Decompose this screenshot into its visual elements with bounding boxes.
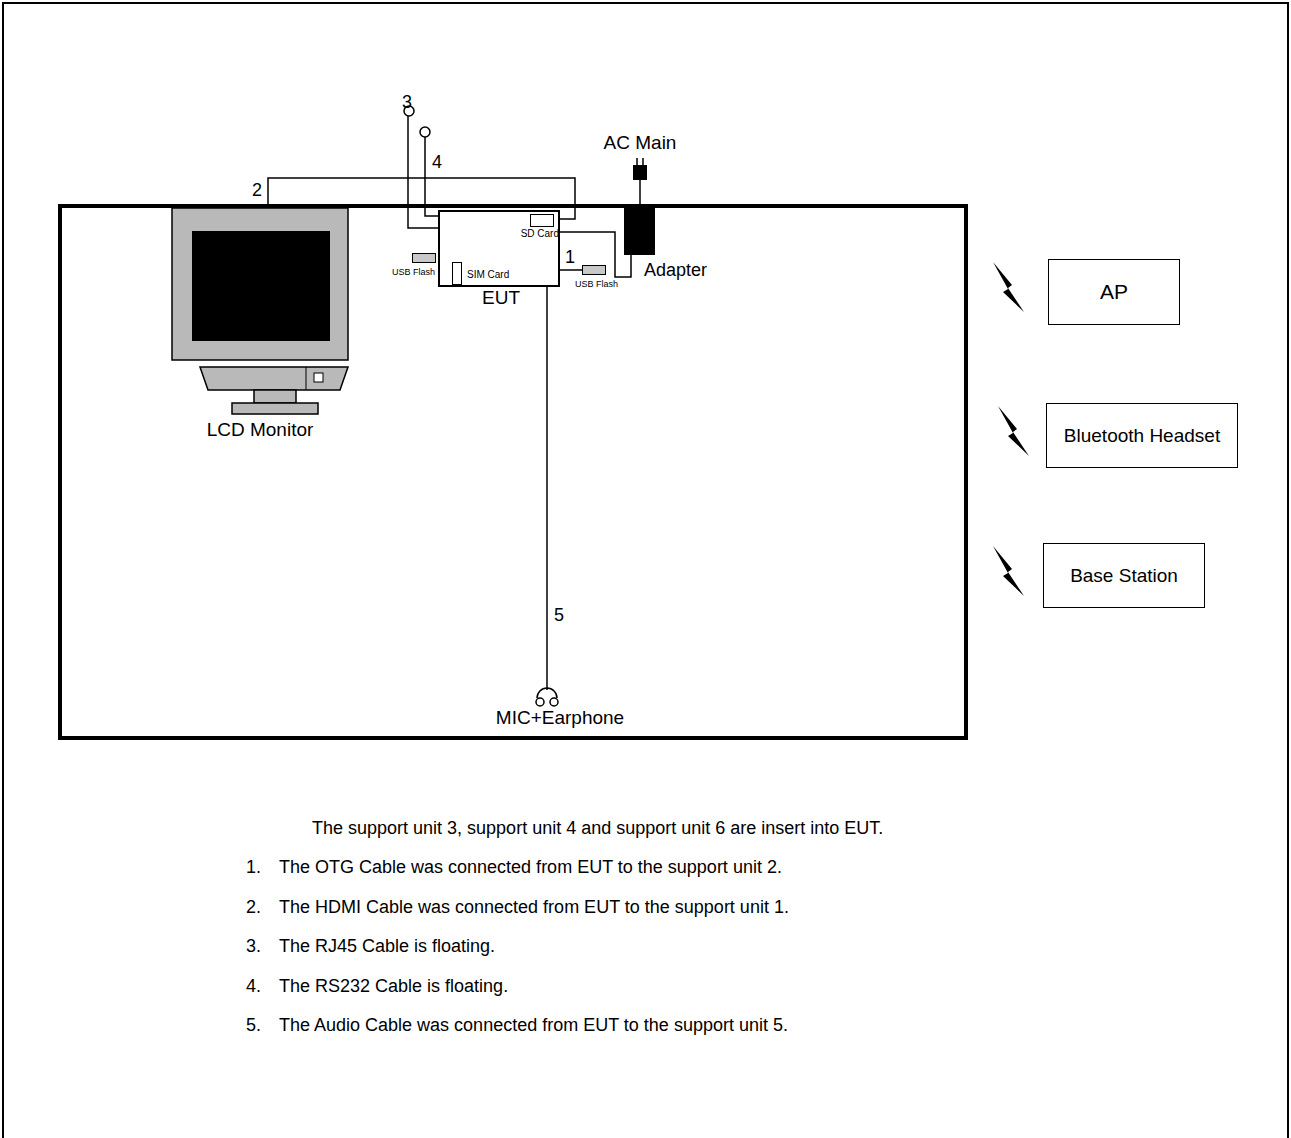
mic-label: MIC+Earphone: [470, 707, 650, 729]
cable-number: 2: [251, 180, 263, 201]
rs232-cable: [425, 137, 438, 216]
node-mic: MIC+Earphone: [470, 678, 650, 736]
usb-label: USB Flash: [575, 279, 618, 289]
monitor-screen: [192, 231, 330, 341]
ac-label: AC Main: [595, 132, 685, 154]
cable-end: [420, 127, 430, 137]
monitor-label: LCD Monitor: [170, 419, 350, 441]
monitor-bezel: [172, 208, 348, 360]
node-box: Base Station: [1043, 543, 1205, 608]
node-adapter: Adapter: [624, 205, 655, 255]
sd-label: SD Card: [521, 228, 559, 240]
note-text: The RS232 Cable is floating.: [279, 976, 508, 997]
cable-line: [546, 287, 548, 690]
note-text: 4.: [246, 976, 261, 997]
power-button: [314, 373, 323, 382]
earpiece: [550, 698, 558, 706]
box-label: Base Station: [1070, 565, 1178, 587]
note-text: 1.: [246, 857, 261, 878]
plug-pin: [642, 158, 644, 165]
cable-line: [560, 269, 582, 271]
node-ac: AC Main: [595, 132, 685, 180]
monitor-drawing: [170, 207, 350, 417]
sim-label: SIM Card: [467, 269, 509, 281]
monitor-stand: [254, 390, 296, 403]
callout-number: 3: [402, 92, 412, 113]
node-monitor: LCD Monitor: [170, 207, 350, 445]
callout-number: 4: [432, 152, 442, 173]
node-eut: EUTSD CardSIM Card: [438, 210, 560, 287]
cable-line: [639, 180, 641, 205]
node-usbL: USB Flash: [412, 253, 436, 263]
adapter-label: Adapter: [644, 260, 707, 281]
cable-line: [560, 232, 631, 277]
note-text: The OTG Cable was connected from EUT to …: [279, 857, 782, 878]
node-usbR: USB Flash: [582, 265, 606, 275]
monitor-base: [306, 367, 307, 390]
headset-band: [537, 688, 557, 698]
cable-number: 5: [553, 605, 565, 626]
node-sim: SIM Card: [452, 262, 462, 285]
note-text: The Audio Cable was connected from EUT t…: [279, 1015, 788, 1036]
wireless-symbol: [993, 546, 1024, 596]
page-frame: [3, 3, 1288, 1138]
note-text: 5.: [246, 1015, 261, 1036]
wireless-symbol: [998, 406, 1029, 456]
note-text: 3.: [246, 936, 261, 957]
monitor-foot: [232, 403, 318, 414]
cable-number: 1: [564, 247, 576, 268]
note-text: 2.: [246, 897, 261, 918]
node-box: AP: [1048, 259, 1180, 325]
note-text: The RJ45 Cable is floating.: [279, 936, 495, 957]
plug-pin: [636, 158, 638, 165]
box-label: AP: [1100, 280, 1128, 304]
box-label: Bluetooth Headset: [1064, 425, 1220, 447]
eut-label: EUT: [440, 287, 562, 309]
node-sd: SD Card: [530, 214, 554, 227]
usb-label: USB Flash: [392, 267, 435, 277]
headset-drawing: [470, 678, 650, 708]
note-text: The support unit 3, support unit 4 and s…: [312, 818, 883, 839]
monitor-base: [200, 367, 348, 390]
plug-body: [633, 165, 647, 180]
node-box: Bluetooth Headset: [1046, 403, 1238, 468]
earpiece: [536, 698, 544, 706]
wireless-symbol: [993, 262, 1024, 312]
test-table: [60, 206, 966, 738]
note-text: The HDMI Cable was connected from EUT to…: [279, 897, 789, 918]
